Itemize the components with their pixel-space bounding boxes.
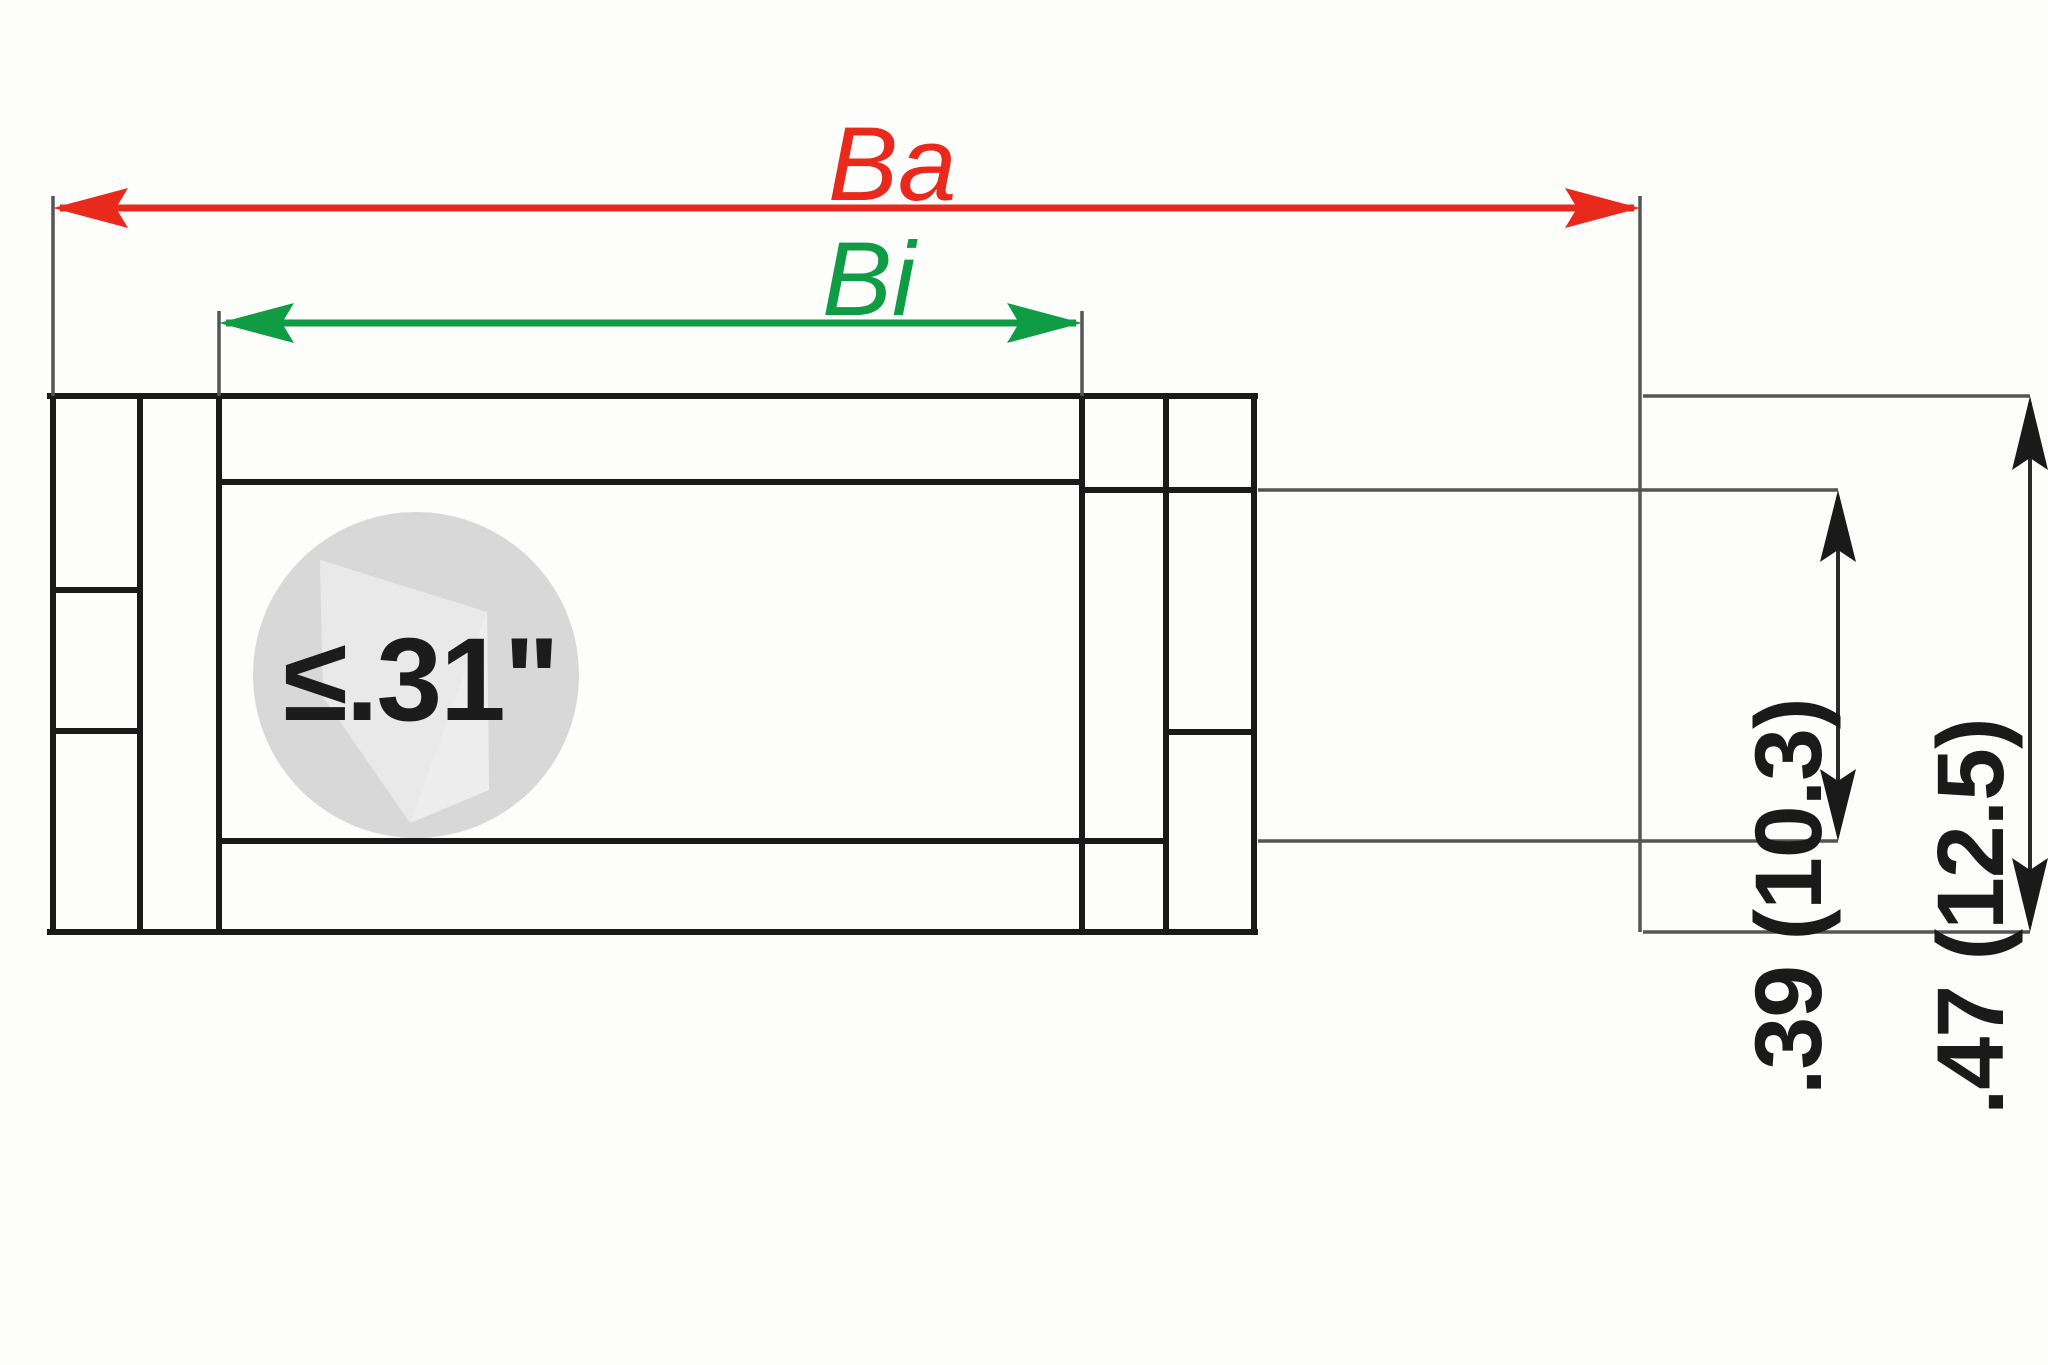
dimension-line-outer-height	[2012, 396, 2048, 932]
watermark-graphic	[253, 512, 579, 838]
profile-outline	[47, 393, 1258, 935]
dimension-line-outer-width	[53, 188, 1640, 228]
outer-height-label: .47 (12.5)	[1918, 718, 2024, 1115]
watermark-label: ≤.31"	[283, 614, 560, 746]
dimension-line-inner-height	[1820, 490, 1856, 841]
dimension-line-inner-width	[219, 303, 1082, 343]
inner-width-label: Bi	[822, 221, 916, 338]
extension-lines	[51, 196, 2030, 934]
inner-height-label: .39 (10.3)	[1736, 698, 1842, 1095]
outer-width-label: Ba	[828, 106, 957, 223]
